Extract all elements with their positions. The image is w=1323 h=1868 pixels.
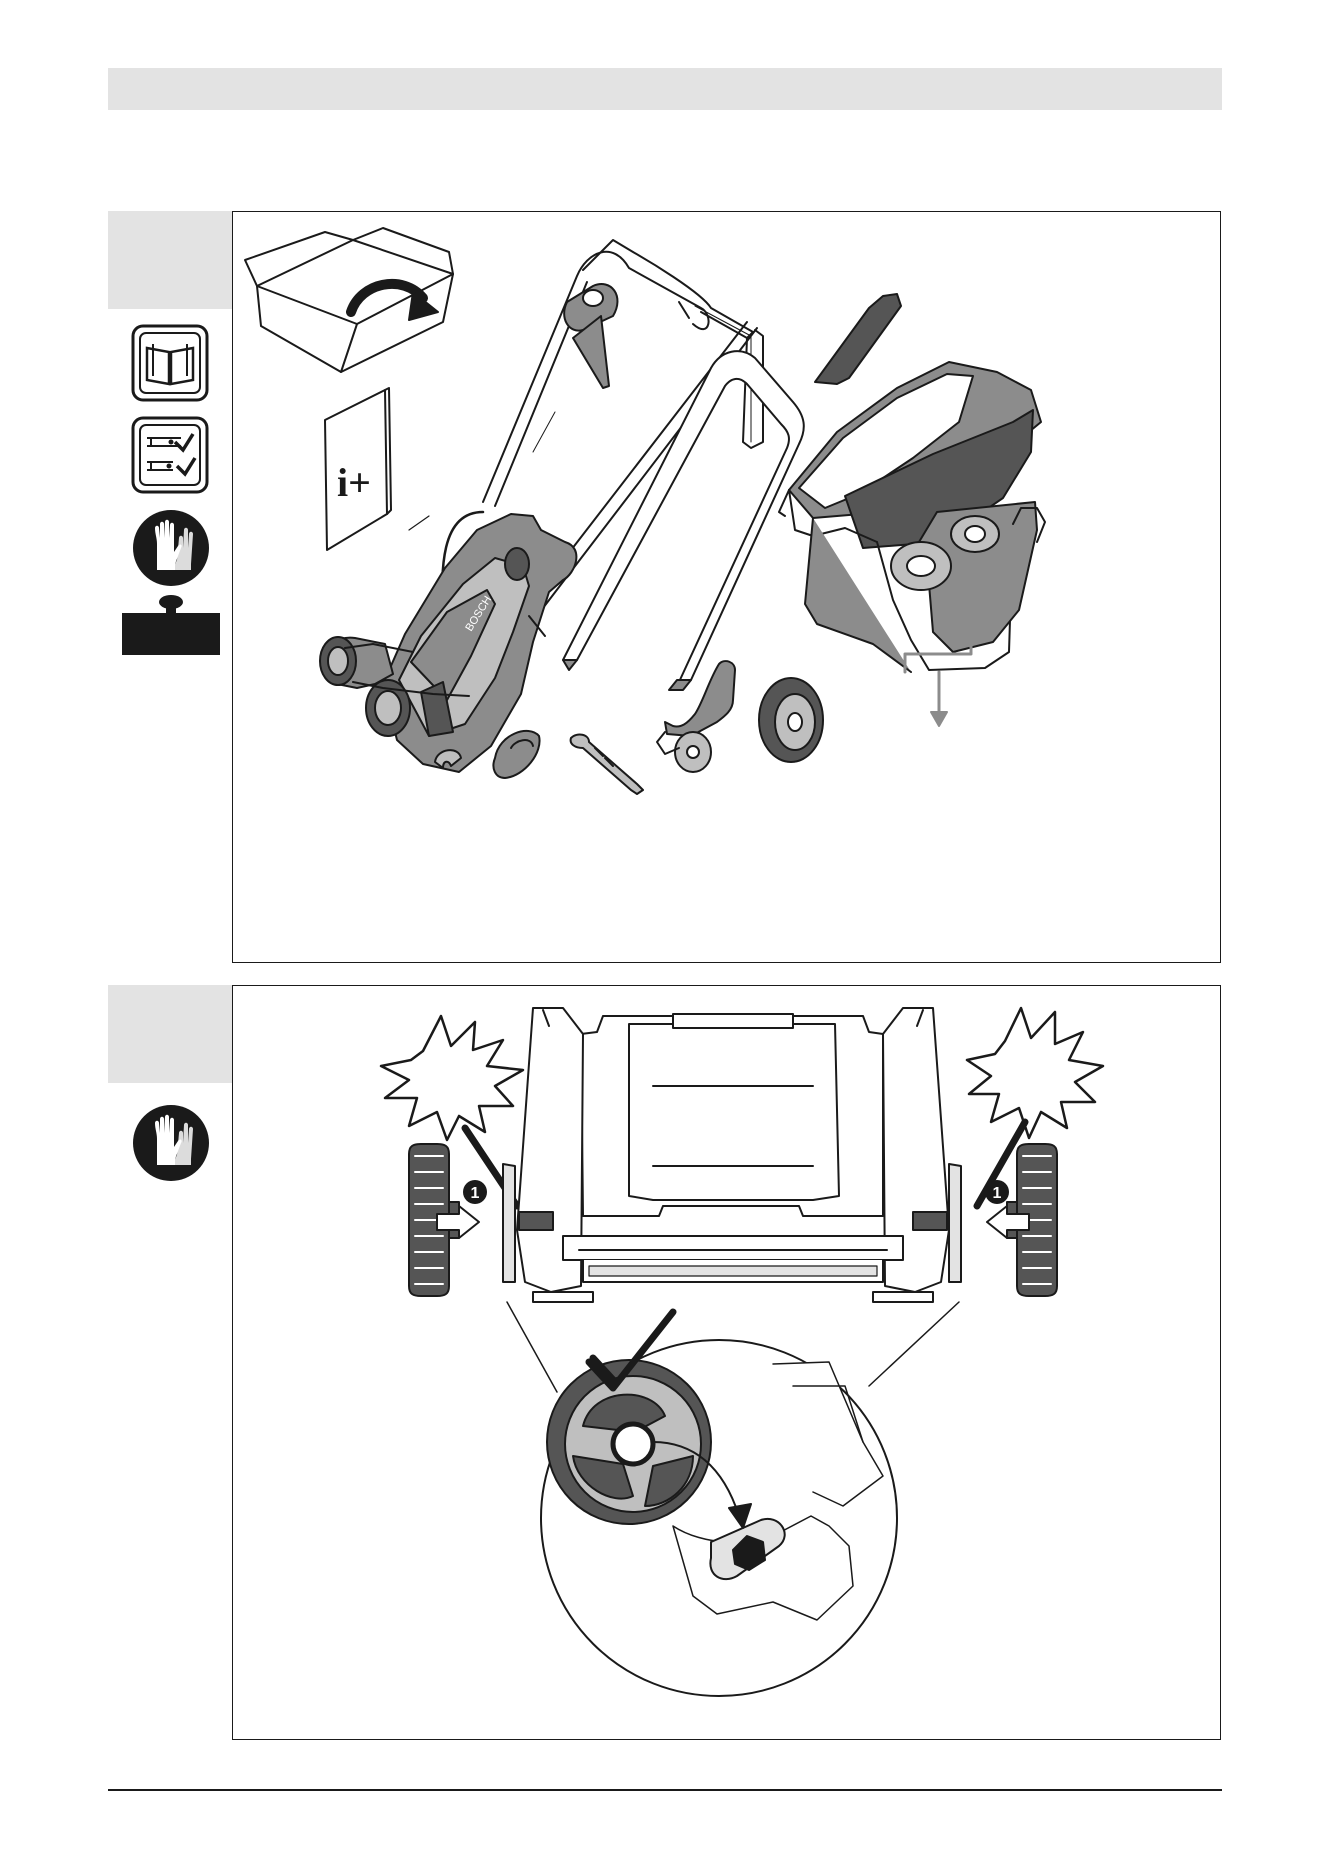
figure-1-tab <box>108 211 232 309</box>
spare-wheel <box>759 678 823 762</box>
wheel-click-illustration: 1 1 <box>233 986 1219 1738</box>
click-burst-left-icon <box>381 1016 523 1140</box>
step-marker-left-label: 1 <box>471 1185 480 1202</box>
grass-box-handle <box>815 294 901 384</box>
figure-2-panel: 1 1 <box>232 985 1221 1740</box>
step-marker-right-label: 1 <box>993 1185 1002 1202</box>
mower-rear-view <box>503 1008 961 1302</box>
info-sheet-label: i+ <box>337 460 371 505</box>
detail-zoom-circle <box>541 1312 897 1696</box>
cover-plug <box>493 731 539 778</box>
header-bar <box>108 68 1222 110</box>
weight-icon <box>122 593 220 655</box>
gloves-icon-2 <box>131 1103 211 1183</box>
gloves-icon <box>131 508 211 588</box>
read-manual-icon <box>131 324 209 402</box>
lower-handle <box>563 351 804 690</box>
lawn-mower <box>320 514 576 772</box>
figure-2-tab <box>108 985 232 1083</box>
parts-overview-illustration: i+ BOSCH <box>233 212 1219 961</box>
step-marker-left: 1 <box>463 1180 487 1204</box>
footer-rule <box>108 1789 1222 1791</box>
step-marker-right: 1 <box>985 1180 1009 1204</box>
axle-bolt <box>571 735 643 794</box>
click-burst-right-icon <box>967 1008 1103 1138</box>
grass-box <box>779 362 1045 672</box>
checklist-icon <box>131 416 209 494</box>
figure-1-panel: i+ BOSCH <box>232 211 1221 963</box>
height-adjust-lever <box>657 661 735 772</box>
